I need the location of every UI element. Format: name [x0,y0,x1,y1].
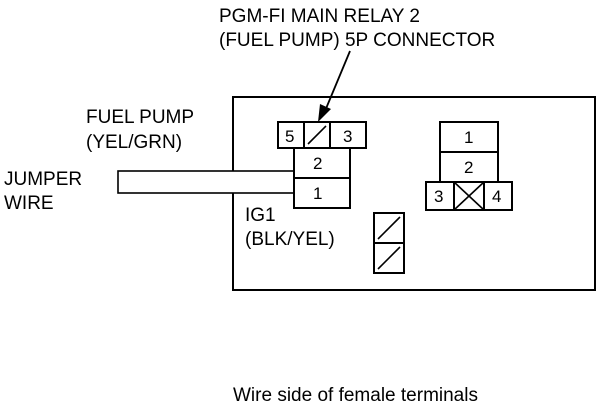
jumper-label-wire: WIRE [4,193,54,214]
left-pin-2: 2 [313,154,322,173]
middle-terminal-bottom-slash-icon [377,246,401,270]
title-line-2: (FUEL PUMP) 5P CONNECTOR [219,30,495,51]
middle-terminal-top-slash-icon [377,216,401,240]
ig1-wire-color: (BLK/YEL) [245,229,335,250]
fuel-pump-wire-color: (YEL/GRN) [86,132,182,153]
ig1-label: IG1 [245,205,276,226]
fuel-pump-label: FUEL PUMP [86,107,194,128]
caption: Wire side of female terminals [233,385,478,406]
left-pin-5: 5 [285,127,294,146]
jumper-label: JUMPER [4,169,82,190]
left-pin-1: 1 [313,184,322,203]
right-empty-cavity-x-icon-2 [453,181,485,211]
jumper-wire [117,170,295,194]
title-line-1: PGM-FI MAIN RELAY 2 [219,6,420,27]
middle-terminal-bottom [373,242,405,274]
left-pin-3: 3 [343,127,352,146]
leader-line [324,50,351,112]
right-pin-4: 4 [492,187,501,206]
right-pin-3: 3 [434,187,443,206]
right-pin-2: 2 [464,158,473,177]
right-pin-1: 1 [464,128,473,147]
left-pin-4-slash-icon [307,125,327,145]
left-pin-1-cell [293,177,351,209]
leader-arrowhead [318,104,331,122]
right-pin-4-cell [483,181,513,211]
